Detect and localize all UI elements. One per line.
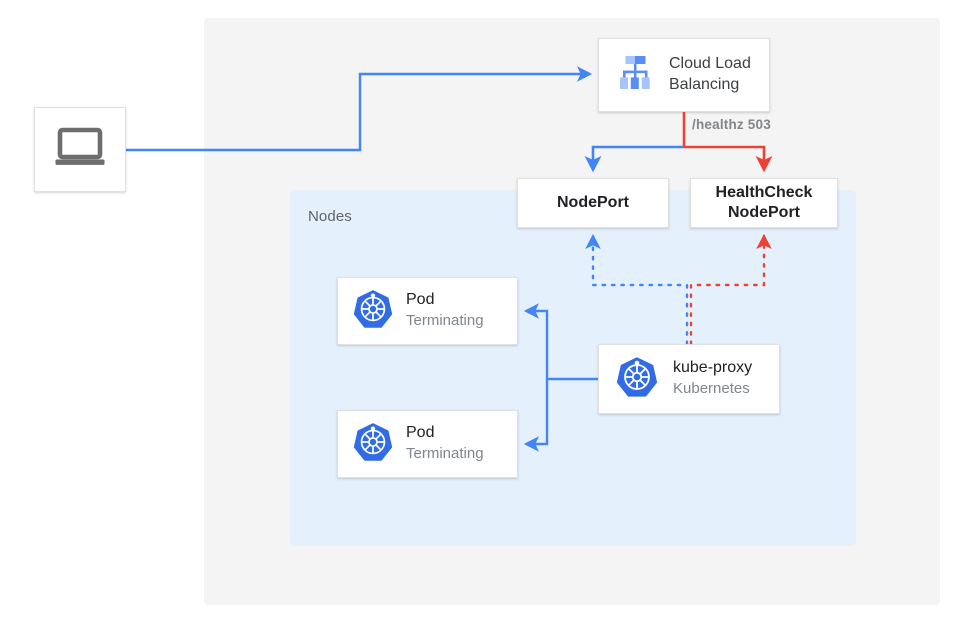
healthcheck-nodeport-node[interactable]: HealthCheck NodePort xyxy=(690,178,838,228)
healthz-annotation: /healthz 503 xyxy=(692,117,771,132)
nodeport-label: NodePort xyxy=(557,194,629,211)
pod-1-title: Pod xyxy=(406,291,435,309)
cloud-load-balancing-node[interactable]: Cloud Load Balancing xyxy=(598,38,770,112)
clb-title-line2: Balancing xyxy=(669,76,740,93)
kube-proxy-title: kube-proxy xyxy=(673,359,753,377)
pod-2-label: Pod Terminating xyxy=(406,423,484,464)
pod-1-subtitle: Terminating xyxy=(406,312,484,330)
pod-1-label: Pod Terminating xyxy=(406,290,484,331)
cloud-load-balancing-label: Cloud Load Balancing xyxy=(669,54,751,96)
healthcheck-nodeport-label-line1: HealthCheck xyxy=(715,184,813,201)
kubernetes-icon xyxy=(615,355,659,404)
pod-2-subtitle: Terminating xyxy=(406,445,484,463)
kubernetes-icon xyxy=(352,421,394,468)
cloud-load-balancing-icon xyxy=(613,51,657,100)
clb-title-line1: Cloud Load xyxy=(669,55,751,73)
nodeport-node[interactable]: NodePort xyxy=(517,178,669,228)
pod-2-title: Pod xyxy=(406,424,435,442)
kubernetes-icon xyxy=(352,288,394,335)
kube-proxy-label: kube-proxy Kubernetes xyxy=(673,358,752,399)
healthcheck-nodeport-label-line2: NodePort xyxy=(728,204,800,221)
laptop-icon xyxy=(54,127,106,172)
kube-proxy-subtitle: Kubernetes xyxy=(673,380,750,398)
nodes-panel-label: Nodes xyxy=(308,208,352,225)
pod-terminating-2[interactable]: Pod Terminating xyxy=(337,410,518,478)
client-device[interactable] xyxy=(34,107,126,192)
kube-proxy-node[interactable]: kube-proxy Kubernetes xyxy=(598,344,780,414)
pod-terminating-1[interactable]: Pod Terminating xyxy=(337,277,518,345)
